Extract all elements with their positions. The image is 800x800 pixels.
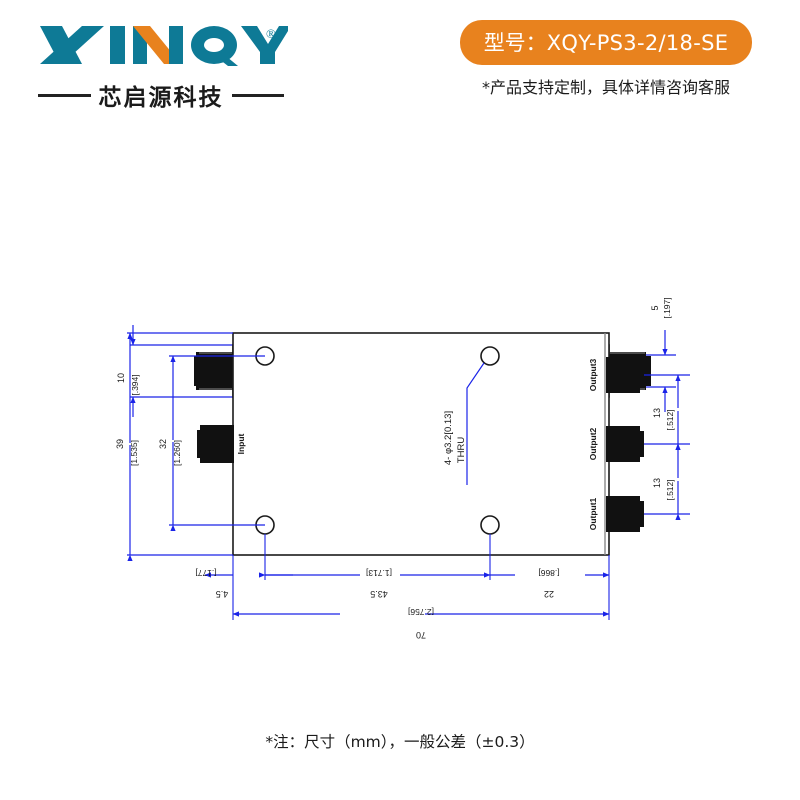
- dim-hole-span-horizontal-in: [1.713]: [366, 568, 392, 578]
- hole-callout-line1: 4- φ3.2[0.13]: [443, 411, 454, 465]
- port-label-input: Input: [236, 433, 246, 454]
- mounting-holes: [255, 346, 500, 535]
- dim-extension-lines: [232, 534, 610, 620]
- dim-port-pitch-upper-in: [.512]: [665, 409, 675, 430]
- dim-edge-to-hole-mm: 4.5: [216, 589, 229, 599]
- dim-connector-height: [646, 330, 676, 412]
- registered-trademark-icon: ®: [266, 26, 276, 41]
- dim-hole-span-horizontal-mm: 43.5: [370, 589, 388, 599]
- mounting-hole-top-right: [480, 346, 500, 366]
- logo-chinese-row: 芯启源科技: [38, 78, 284, 112]
- port-label-output1: Output1: [588, 497, 598, 530]
- port-label-output3: Output3: [588, 358, 598, 391]
- dim-hole-to-edge-mm: 22: [544, 589, 554, 599]
- model-badge-block: 型号：XQY-PS3-2/18-SE *产品支持定制，具体详情咨询客服: [446, 20, 766, 98]
- logo-xinqy-icon: [40, 26, 288, 66]
- dim-edge-to-hole-in: [.177]: [195, 568, 216, 578]
- plan-output-connector-2: [606, 426, 644, 462]
- dim-side-height-mm: 10: [116, 373, 126, 383]
- plan-input-connector: [197, 425, 234, 463]
- drawing-svg: 10 [.394] 5 [.197]: [115, 297, 690, 640]
- logo-wordmark: ®: [38, 22, 288, 68]
- logo-rule-right: [231, 93, 284, 97]
- dim-overall-height-in: [1.535]: [129, 440, 139, 466]
- plan-output-connector-1: [606, 496, 644, 532]
- dim-hole-span-vertical: [169, 355, 265, 531]
- dim-port-pitch-lower-mm: 13: [652, 478, 662, 488]
- page-header: ® 芯启源科技 型号：XQY-PS3-2/18-SE *产品支持定制，具体详情咨…: [0, 0, 800, 120]
- dim-overall-height-mm: 39: [115, 439, 125, 449]
- logo-rule-left: [38, 93, 91, 97]
- brand-logo: ® 芯启源科技: [38, 22, 298, 112]
- plan-view-group: Input Output3 Output2 Output1: [115, 332, 690, 640]
- technical-drawing: 10 [.394] 5 [.197]: [0, 120, 800, 730]
- dim-port-pitch-upper-mm: 13: [652, 408, 662, 418]
- mounting-hole-bottom-right: [480, 515, 500, 535]
- side-view-input-connector: [194, 352, 234, 390]
- hole-callout-leader: [466, 362, 485, 485]
- plan-output-connector-3: [606, 357, 644, 393]
- dim-port-pitch-lower-in: [.512]: [665, 479, 675, 500]
- dim-side-height: [130, 325, 233, 417]
- model-label: 型号：: [483, 31, 547, 55]
- dim-connector-height-in: [.197]: [662, 297, 672, 318]
- customization-note: *产品支持定制，具体详情咨询客服: [481, 78, 730, 97]
- dim-port-pitch-upper: [644, 374, 690, 450]
- dim-hole-span-vertical-in: [1.260]: [172, 440, 182, 466]
- hole-callout-line2: THRU: [456, 437, 467, 464]
- dim-side-height-in: [.394]: [130, 374, 140, 395]
- dim-hole-span-vertical-mm: 32: [158, 439, 168, 449]
- model-value: XQY-PS3-2/18-SE: [546, 31, 729, 55]
- dim-overall-width-in: [2.756]: [408, 607, 434, 617]
- dim-overall-width-mm: 70: [416, 630, 426, 640]
- plan-view-body: [232, 332, 610, 556]
- model-badge: 型号：XQY-PS3-2/18-SE: [459, 20, 753, 65]
- tolerance-note: *注：尺寸（mm），一般公差（±0.3）: [265, 733, 535, 751]
- dim-hole-to-edge-in: [.866]: [538, 568, 559, 578]
- dim-connector-height-mm: 5: [650, 305, 660, 310]
- port-label-output2: Output2: [588, 427, 598, 460]
- logo-chinese-name: 芯启源科技: [98, 85, 224, 111]
- dim-overall-height: [127, 332, 233, 561]
- dim-port-pitch-lower: [644, 443, 690, 520]
